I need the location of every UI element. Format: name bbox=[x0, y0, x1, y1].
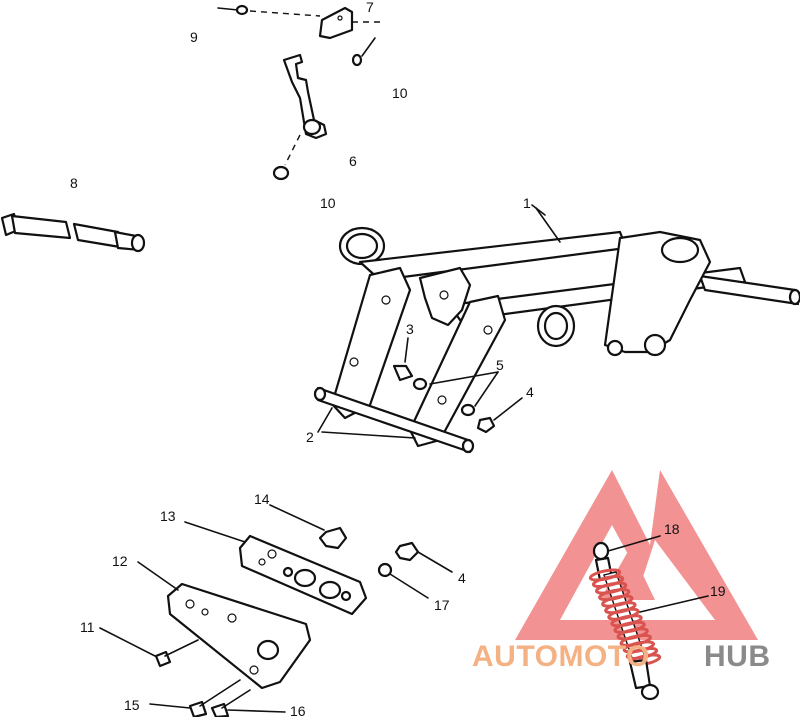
callout-1: 1 bbox=[523, 195, 531, 211]
watermark-logo: AUTOMOTO HUB bbox=[472, 640, 771, 673]
part-6-lever bbox=[272, 53, 328, 181]
callout-14: 14 bbox=[254, 491, 270, 507]
callout-11: 11 bbox=[80, 619, 95, 635]
part-11-bolt bbox=[99, 627, 199, 668]
part-2-side-plates bbox=[313, 266, 507, 454]
callout-2: 2 bbox=[306, 429, 314, 445]
callout-labels: 1 2 3 4 4 5 6 7 8 9 10 10 11 12 13 14 15… bbox=[70, 0, 726, 717]
watermark-text-part1: AUTOMOTO bbox=[472, 640, 650, 673]
part-5-washers bbox=[412, 371, 499, 417]
watermark-text-part2: HUB bbox=[704, 640, 771, 673]
part-9-pin bbox=[217, 4, 321, 17]
callout-4: 4 bbox=[526, 384, 534, 400]
callout-18: 18 bbox=[664, 521, 680, 537]
part-3-bolt bbox=[392, 337, 414, 382]
part-4-upper-nut bbox=[476, 397, 523, 434]
callout-9: 9 bbox=[190, 29, 198, 45]
part-13-plate bbox=[184, 521, 368, 616]
callout-19: 19 bbox=[710, 583, 726, 599]
callout-13: 13 bbox=[160, 508, 176, 524]
part-15-bolt bbox=[149, 679, 241, 717]
part-16-bolt bbox=[210, 689, 286, 717]
part-10-upper-fitting bbox=[351, 37, 376, 67]
callout-5: 5 bbox=[496, 357, 504, 373]
callout-10-lower: 10 bbox=[320, 195, 336, 211]
callout-17: 17 bbox=[434, 597, 450, 613]
part-8-shaft bbox=[0, 212, 146, 253]
part-4-lower-nut bbox=[394, 541, 453, 573]
callout-16: 16 bbox=[290, 703, 306, 717]
callout-15: 15 bbox=[124, 697, 140, 713]
part-14-nut bbox=[269, 504, 348, 550]
callout-8: 8 bbox=[70, 175, 78, 191]
part-1-frame bbox=[338, 204, 800, 357]
callout-10: 10 bbox=[392, 85, 408, 101]
callout-4-lower: 4 bbox=[458, 570, 466, 586]
callout-6: 6 bbox=[349, 153, 357, 169]
part-12-plate bbox=[137, 561, 312, 690]
callout-7: 7 bbox=[366, 0, 374, 15]
callout-12: 12 bbox=[112, 553, 128, 569]
shock-spring bbox=[588, 568, 662, 667]
part-19-shock-absorber bbox=[588, 535, 709, 701]
callout-3: 3 bbox=[406, 321, 414, 337]
part-7-bracket bbox=[318, 6, 380, 40]
part-17-washer bbox=[377, 562, 429, 599]
